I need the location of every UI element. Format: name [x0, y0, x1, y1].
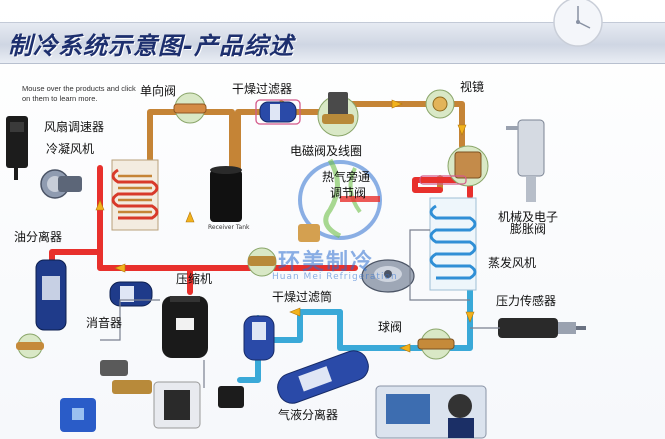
receiver-tank-icon — [210, 166, 242, 222]
label-pressure-sensor: 压力传感器 — [496, 294, 557, 308]
suction-filter-icon — [243, 315, 275, 361]
pressure-sensor-icon — [498, 318, 586, 338]
label-hot-gas-bypass-1: 热气旁通 — [322, 170, 371, 184]
label-sight-glass: 视镜 — [460, 80, 485, 94]
hot-gas-bypass-logo — [298, 158, 382, 240]
label-oil-separator: 油分离器 — [14, 230, 63, 244]
fan-speed-controller-icon — [6, 116, 28, 180]
label-evaporator-fan: 蒸发风机 — [488, 256, 537, 270]
label-hot-gas-bypass-2: 调节阀 — [330, 186, 367, 200]
oil-separator-icon — [35, 259, 67, 331]
muffler-icon — [109, 281, 153, 307]
label-filter-drier-top: 干燥过滤器 — [232, 82, 293, 96]
filter-drier-shell-icon — [247, 224, 320, 277]
label-fan-speed-controller: 风扇调速器 — [44, 120, 105, 134]
label-check-valve: 单向阀 — [140, 84, 177, 98]
label-mech-exp-valve-1: 机械及电子 — [498, 210, 559, 224]
watermark-sub-text: Huan Mei Refrigeration — [272, 272, 398, 282]
watermark-logo-text: 环美制冷 — [278, 250, 375, 275]
accumulator-icon — [277, 350, 369, 404]
evaporator-fan-icon — [361, 259, 415, 293]
label-compressor: 压缩机 — [176, 272, 213, 286]
electronic-expansion-valve-icon — [506, 119, 545, 202]
clock-icon — [553, 0, 603, 47]
label-ball-valve: 球阀 — [378, 320, 403, 334]
label-solenoid-valve: 电磁阀及线圈 — [290, 144, 363, 158]
filter-drier-top-icon — [255, 99, 301, 125]
title-bar — [0, 22, 665, 64]
frame-lines — [100, 229, 500, 388]
page-title: 制冷系统示意图-产品综述 — [8, 32, 294, 60]
check-valve-icon — [173, 92, 207, 124]
label-receiver-tank: Receiver Tank — [208, 224, 250, 231]
condenser-coil — [111, 159, 159, 231]
label-mech-exp-valve-2: 膨胀阀 — [510, 222, 547, 236]
evaporator-coil — [429, 197, 477, 291]
solenoid-valve-icon — [317, 92, 359, 137]
compressor-icon — [162, 296, 208, 358]
label-muffler: 消音器 — [86, 316, 123, 330]
label-accumulator: 气液分离器 — [278, 408, 339, 422]
hint-text: Mouse over the products and click on the… — [22, 84, 136, 103]
ball-valve-icon — [417, 328, 455, 360]
misc-component-icons — [16, 333, 487, 439]
label-filter-drier-shell: 干燥过滤筒 — [272, 290, 333, 304]
condenser-fan-icon — [40, 169, 82, 199]
sight-glass-icon — [425, 89, 455, 119]
expansion-valve-icon — [419, 145, 489, 187]
label-condenser-fan: 冷凝风机 — [46, 142, 95, 156]
